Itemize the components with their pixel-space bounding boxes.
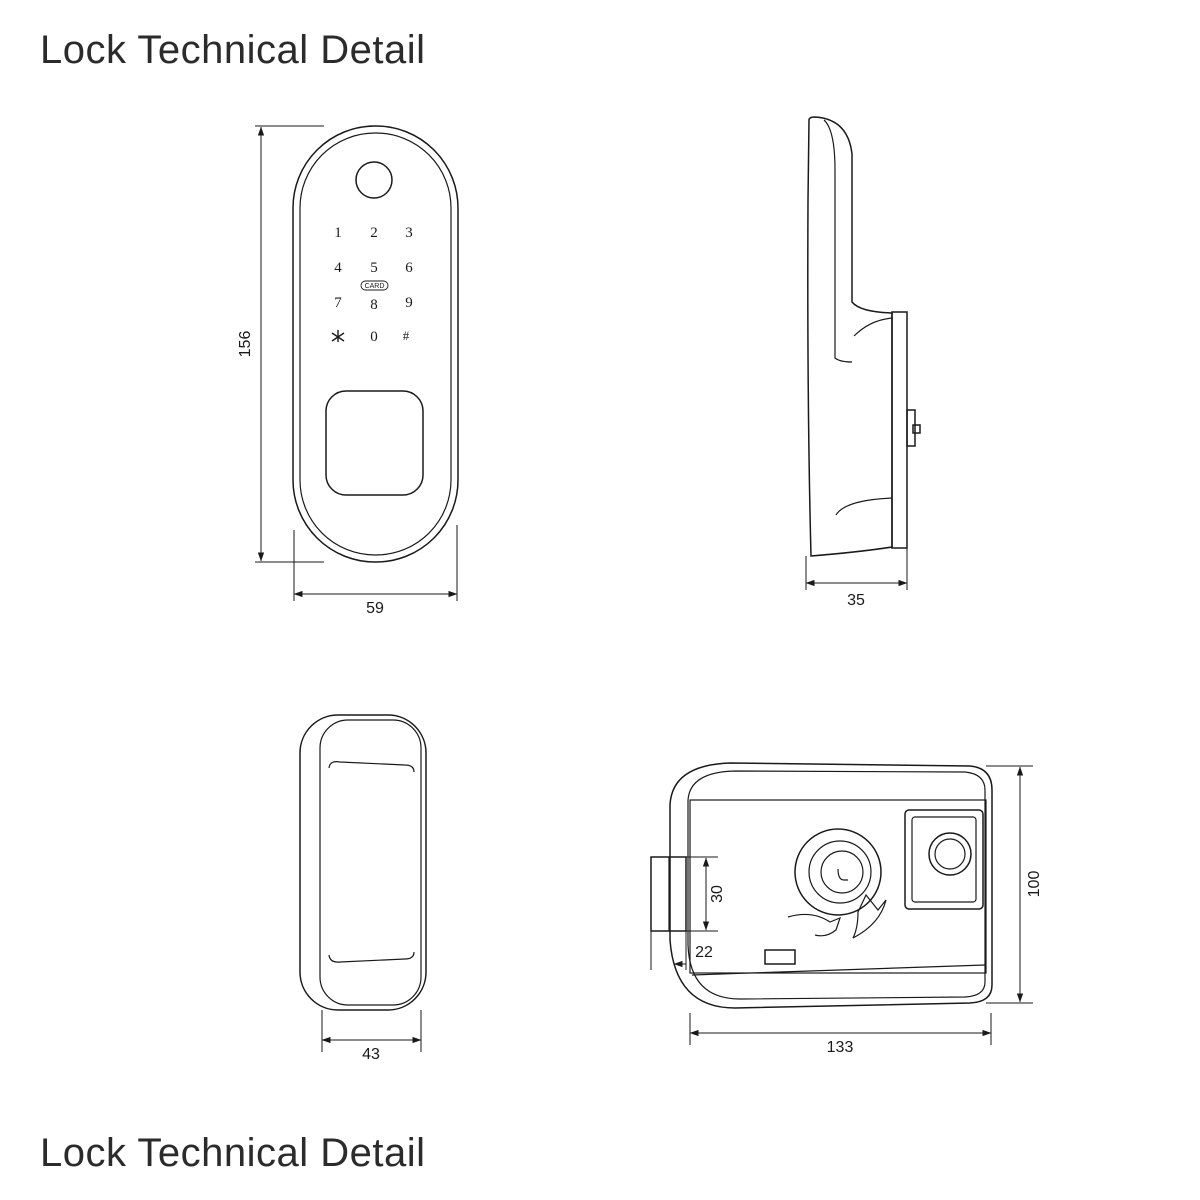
cylinder-knob-mid: [808, 840, 872, 904]
rim-lock-inner-case: [687, 770, 986, 1000]
fingerprint-sensor-icon: [355, 161, 393, 199]
bolt-height-dimension-label: 30: [709, 885, 726, 903]
mounting-plate: [891, 311, 908, 549]
footer-title: Lock Technical Detail: [40, 1131, 426, 1175]
rotation-arrow-icon: [787, 893, 887, 939]
spindle-stub: [906, 409, 916, 447]
top-lower-groove: [328, 951, 415, 963]
top-upper-groove: [328, 761, 415, 773]
keypad: 1 2 3 4 5 6 7 8 9 * 0 #: [334, 225, 413, 345]
side-bottom-edge: [853, 317, 893, 337]
card-reader-badge: [360, 280, 389, 291]
key-star: *: [334, 329, 342, 345]
rim-height-dimension-label: 100: [1026, 871, 1043, 898]
key-0: 0: [370, 329, 378, 345]
star-key-icon: [331, 330, 345, 342]
top-width-dimension-label: 43: [362, 1046, 380, 1063]
key-slot-icon: [837, 868, 848, 881]
emergency-fingerprint-module: [904, 809, 984, 910]
rim-lock-face-plate: [689, 799, 987, 974]
rim-fingerprint-icon: [928, 832, 972, 876]
side-view: [805, 116, 921, 590]
rim-lock-outer-case: [669, 762, 993, 1009]
front-dimension-lines: [255, 125, 458, 601]
rim-lock-view: [650, 762, 1033, 1045]
key-3: 3: [405, 225, 413, 241]
key-8: 8: [370, 297, 378, 313]
key-9: 9: [405, 295, 413, 311]
front-outer-body: [292, 125, 459, 563]
side-body-outline: [807, 116, 893, 557]
touch-sensor-pad: [325, 390, 424, 496]
side-inner-curve: [823, 119, 853, 363]
key-6: 6: [405, 260, 413, 276]
width-dimension-label: 59: [366, 600, 384, 617]
card-label: CARD: [365, 283, 385, 290]
cylinder-knob-inner: [820, 850, 864, 894]
top-outer-body: [299, 714, 427, 1011]
front-inner-panel: [299, 132, 452, 556]
key-7: 7: [334, 295, 342, 311]
side-dimension-lines: [805, 548, 908, 590]
spindle-screw: [912, 424, 921, 434]
rim-width-dimension-label: 133: [827, 1039, 854, 1056]
key-2: 2: [370, 225, 378, 241]
side-grip-curve: [835, 497, 893, 516]
key-1: 1: [334, 225, 342, 241]
top-view: [299, 714, 427, 1052]
key-4: 4: [334, 260, 342, 276]
bolt-projection-dimension-label: 22: [695, 944, 713, 961]
top-dimension-lines: [321, 1010, 422, 1052]
page-title: Lock Technical Detail: [40, 28, 426, 72]
rim-indicator-slot: [764, 949, 796, 965]
top-inner-body: [319, 719, 422, 1006]
cylinder-knob-outer: [794, 828, 882, 916]
rim-dimension-lines: [650, 765, 1033, 1045]
key-5: 5: [370, 260, 378, 276]
key-hash: #: [403, 328, 410, 343]
depth-dimension-label: 35: [847, 592, 865, 609]
height-dimension-label: 156: [237, 331, 254, 358]
front-view: [255, 125, 459, 601]
